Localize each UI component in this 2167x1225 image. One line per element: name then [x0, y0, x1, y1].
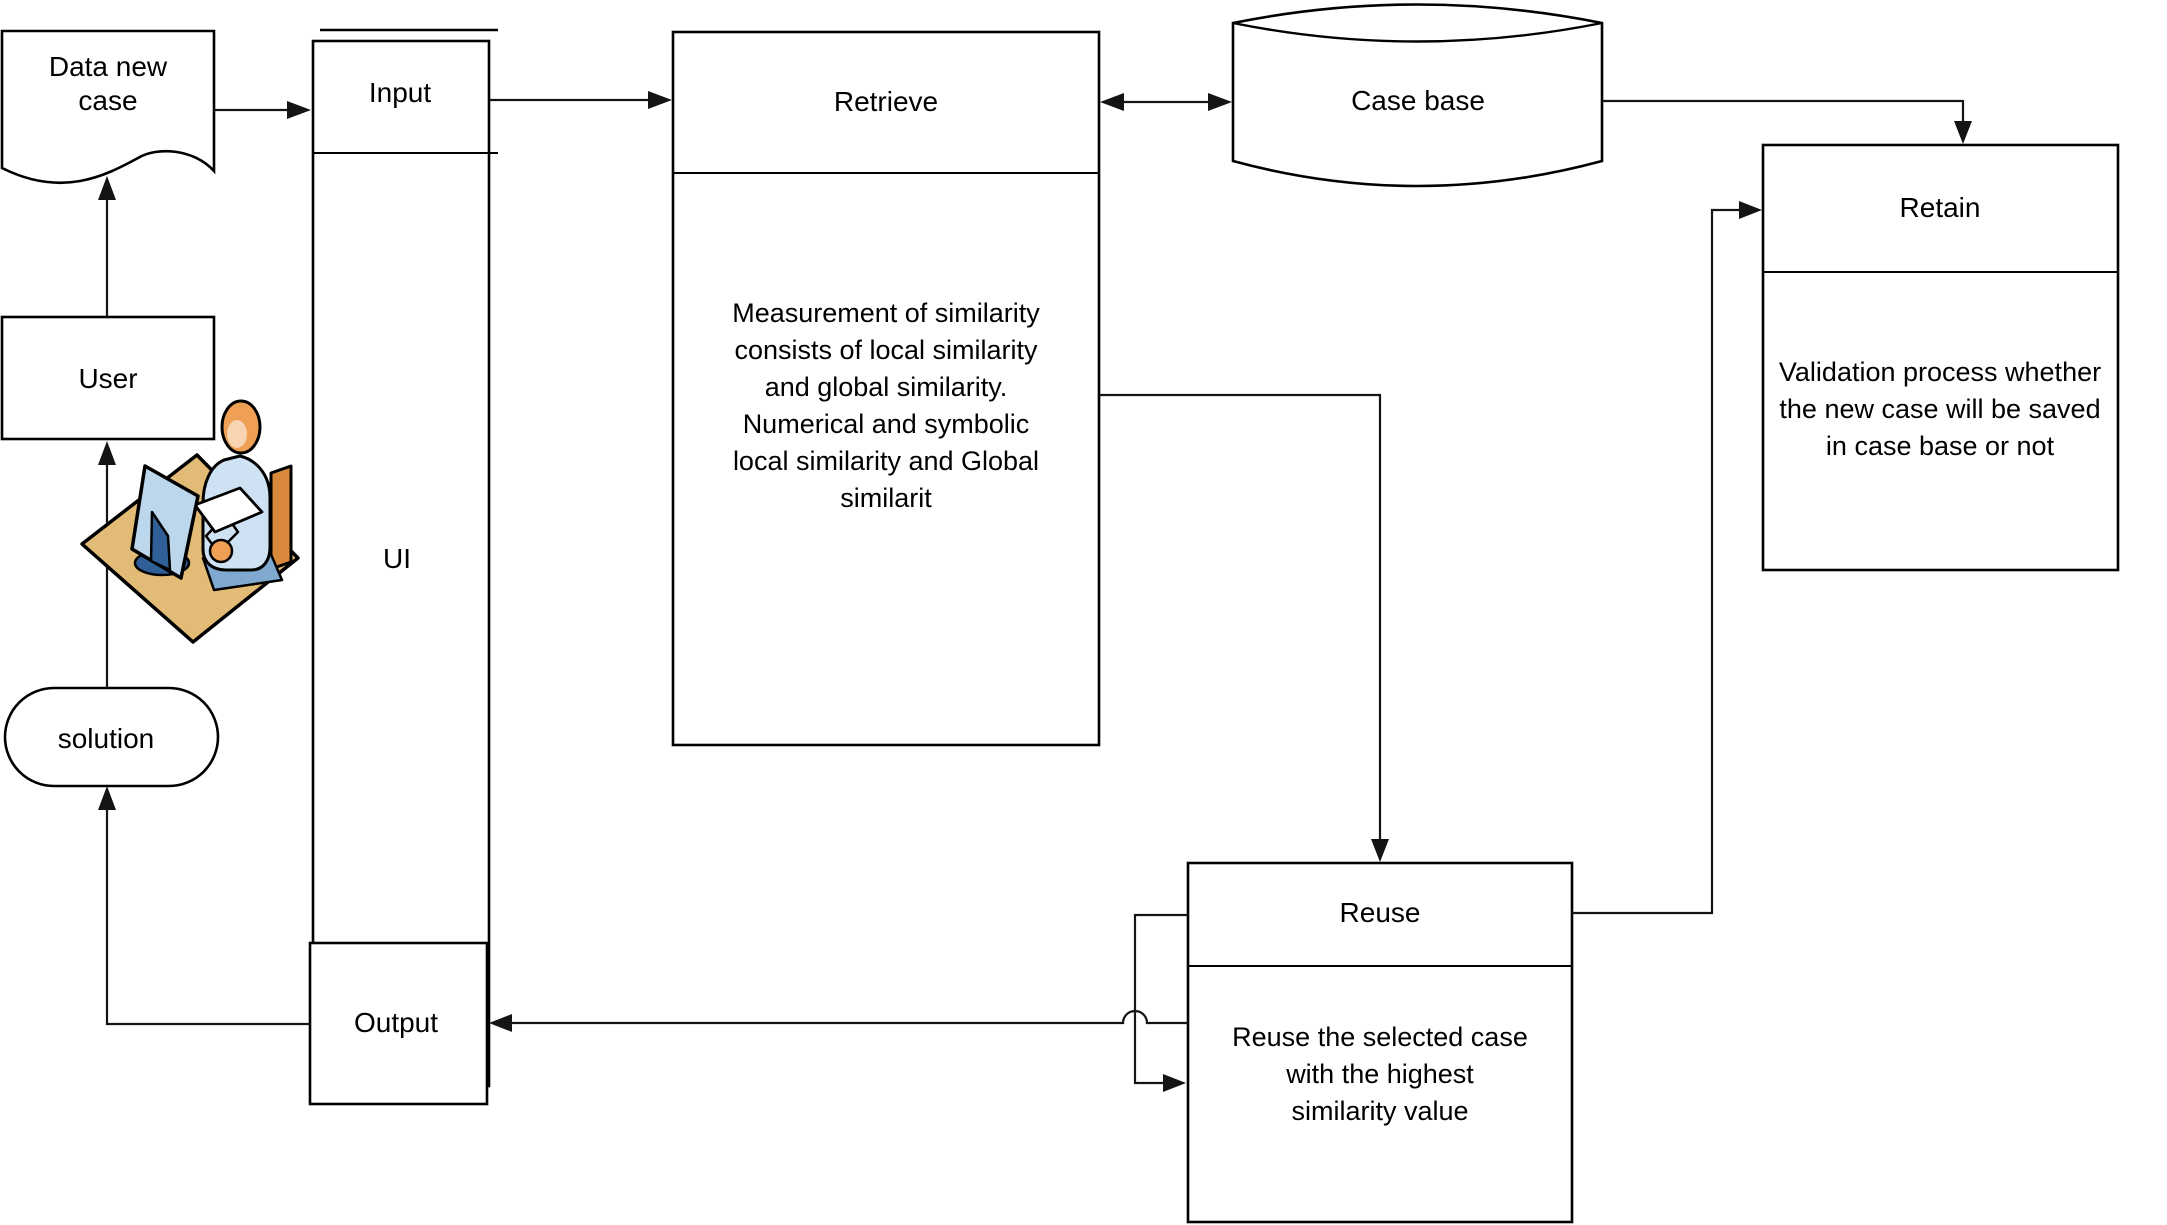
retrieve-body-line: consists of local similarity: [734, 335, 1038, 365]
case-base-label: Case base: [1351, 85, 1485, 116]
retain-box-shape: [1761, 143, 2120, 572]
ui-label: UI: [383, 543, 411, 574]
retain-body-line: in case base or not: [1826, 431, 2055, 461]
monitor-screen-shape: [130, 464, 200, 580]
node-ui-panel: Input UI Output: [308, 28, 498, 1106]
user-box-shape: [0, 315, 216, 441]
node-user: User: [0, 315, 216, 441]
chair-back-shape: [269, 464, 293, 571]
data-new-case-label-line2: case: [78, 85, 137, 116]
arrow-reuse-self-loop: [1133, 913, 1188, 1085]
reuse-body-line: Reuse the selected case: [1232, 1022, 1528, 1052]
arrow-retrieve-to-reuse: [1099, 393, 1382, 840]
node-case-base: Case base: [1231, 3, 1604, 188]
arrow-reuse-to-output: [511, 1009, 1188, 1025]
retrieve-body-line: local similarity and Global: [733, 446, 1039, 476]
arrowhead-up-icon: [98, 786, 116, 810]
output-label: Output: [354, 1007, 438, 1038]
arrowhead-right-icon: [287, 101, 311, 119]
retrieve-body-line: Numerical and symbolic: [743, 409, 1030, 439]
arrowhead-right-icon: [1739, 201, 1762, 219]
solution-label: solution: [58, 723, 155, 754]
node-solution: solution: [3, 686, 220, 788]
node-reuse: Reuse Reuse the selected case with the h…: [1186, 861, 1574, 1224]
person-hand-shape: [208, 538, 234, 564]
arrowhead-left-icon: [1100, 93, 1124, 111]
arrowhead-right-icon: [1208, 93, 1232, 111]
reuse-body-line: similarity value: [1291, 1096, 1468, 1126]
retrieve-title: Retrieve: [834, 86, 938, 117]
arrow-reuse-to-retain: [1572, 208, 1740, 915]
reuse-title: Reuse: [1340, 897, 1421, 928]
retain-body-line: the new case will be saved: [1779, 394, 2100, 424]
reuse-box-shape: [1186, 861, 1574, 1224]
arrowhead-right-icon: [1163, 1074, 1186, 1092]
output-box-shape: [308, 941, 489, 1106]
node-retain: Retain Validation process whether the ne…: [1761, 143, 2120, 572]
arrowhead-up-icon: [98, 441, 116, 465]
retrieve-body-line: Measurement of similarity: [732, 298, 1040, 328]
retain-body-line: Validation process whether: [1779, 357, 2101, 387]
input-label: Input: [369, 77, 431, 108]
reuse-body-line: with the highest: [1285, 1059, 1474, 1089]
keyboard-tray-shape: [193, 486, 264, 534]
case-base-cylinder-body: [1231, 3, 1604, 188]
monitor-stand-arm-shape: [149, 510, 172, 572]
arrowhead-left-icon: [489, 1014, 512, 1032]
solution-shape: [3, 686, 220, 788]
retrieve-body-line: similarit: [840, 483, 932, 513]
arrowhead-right-icon: [648, 91, 672, 109]
retain-title: Retain: [1900, 192, 1981, 223]
connectors: [98, 91, 1972, 1092]
face-highlight: [227, 420, 247, 448]
ui-column-shape: [311, 39, 491, 1088]
document-shape: [0, 29, 216, 185]
node-data-new-case: Data new case: [0, 29, 216, 185]
node-retrieve: Retrieve Measurement of similarity consi…: [671, 30, 1101, 747]
person-at-computer-illustration: [80, 399, 300, 644]
arrowhead-down-icon: [1954, 121, 1972, 144]
arrow-output-to-solution: [105, 809, 310, 1026]
arrowhead-down-icon: [1371, 839, 1389, 862]
arrow-casebase-to-retain: [1602, 99, 1965, 122]
data-new-case-label-line1: Data new: [49, 51, 168, 82]
case-base-cylinder-lid-curve: [1232, 21, 1603, 43]
retrieve-body-line: and global similarity.: [765, 372, 1008, 402]
user-label: User: [78, 363, 137, 394]
arrowhead-up-icon: [98, 176, 116, 200]
retrieve-box-shape: [671, 30, 1101, 747]
